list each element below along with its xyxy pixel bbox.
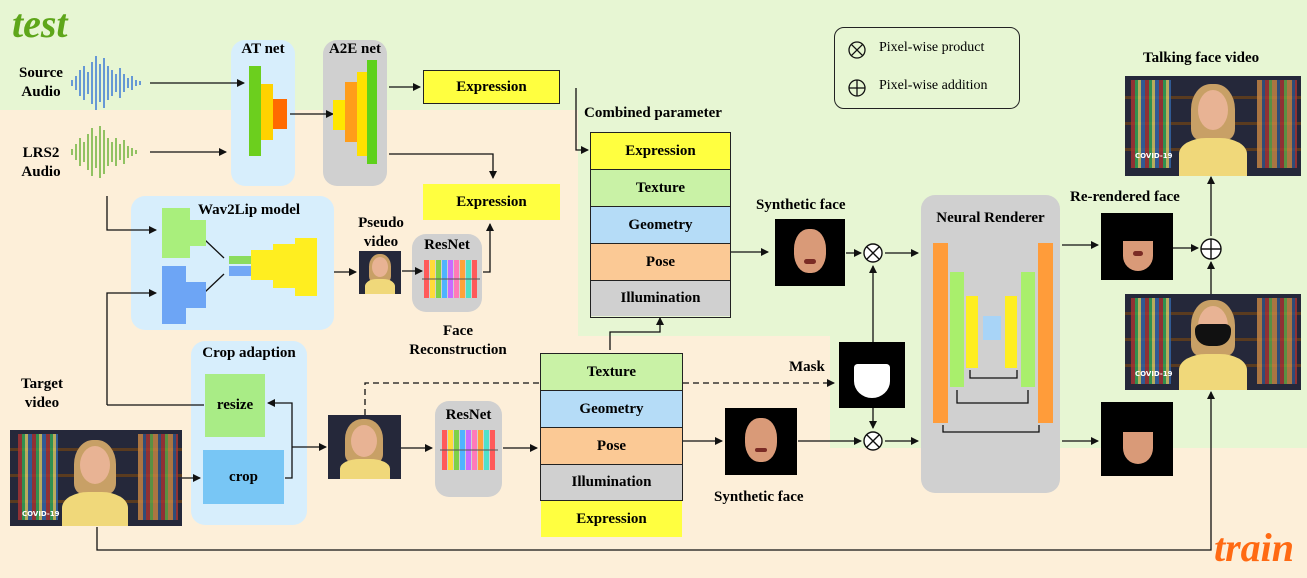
train-tag: train xyxy=(1214,525,1295,570)
expression-box-test: Expression xyxy=(423,70,560,104)
synthetic-face-bottom xyxy=(725,408,797,475)
talking-face-video-frame: COVID-19 xyxy=(1125,76,1301,176)
combined-geometry: Geometry xyxy=(591,207,730,244)
at-net-label: AT net xyxy=(241,41,285,57)
test-tag: test xyxy=(12,1,68,46)
crop-adaption-label: Crop adaption xyxy=(202,345,296,361)
face-reconstruction-label: Face Reconstruction xyxy=(409,323,507,358)
resnet-test-label: ResNet xyxy=(424,237,470,253)
synthetic-face-top xyxy=(775,219,845,286)
lrs2-audio-label: LRS2 Audio xyxy=(21,145,61,180)
resnet-train-label: ResNet xyxy=(445,407,492,423)
talking-face-video-label: Talking face video xyxy=(1143,50,1260,66)
train-expression: Expression xyxy=(541,501,682,537)
train-texture: Texture xyxy=(541,354,682,391)
expression-box-pseudo: Expression xyxy=(423,184,560,220)
combined-illumination: Illumination xyxy=(591,281,730,316)
pseudo-video-label: Pseudo video xyxy=(358,215,404,250)
mask-image xyxy=(839,342,905,408)
combined-pose: Pose xyxy=(591,244,730,281)
masked-video-caption: COVID-19 xyxy=(1135,370,1173,378)
re-rendered-face-label: Re-rendered face xyxy=(1070,189,1180,205)
train-geometry: Geometry xyxy=(541,391,682,428)
a2e-net-label: A2E net xyxy=(328,41,382,57)
pseudo-video-frame xyxy=(359,251,401,294)
combined-parameter-stack: Expression Texture Geometry Pose Illumin… xyxy=(590,132,731,318)
target-video-label: Target video xyxy=(21,376,63,411)
target-video-frame: COVID-19 xyxy=(10,430,182,526)
wav2lip-label: Wav2Lip model xyxy=(198,202,301,218)
re-rendered-face-bottom xyxy=(1101,402,1173,476)
re-rendered-face-top xyxy=(1101,213,1173,280)
talking-video-caption: COVID-19 xyxy=(1135,152,1173,160)
train-pose: Pose xyxy=(541,428,682,465)
target-video-caption: COVID-19 xyxy=(22,510,60,518)
mask-label: Mask xyxy=(789,359,825,375)
pixel-product-label: Pixel-wise product xyxy=(879,40,985,55)
neural-renderer-label: Neural Renderer xyxy=(936,210,1045,226)
combined-parameter-label: Combined parameter xyxy=(584,105,722,121)
train-illumination: Illumination xyxy=(541,465,682,500)
legend-box: Pixel-wise product Pixel-wise addition xyxy=(834,27,1020,109)
pixel-addition-label: Pixel-wise addition xyxy=(879,78,988,93)
resize-box: resize xyxy=(205,374,265,437)
train-parameter-stack: Texture Geometry Pose Illumination xyxy=(540,353,683,501)
pixel-addition-icon xyxy=(848,79,866,97)
synthetic-face-bottom-label: Synthetic face xyxy=(714,489,804,505)
masked-target-frame: COVID-19 xyxy=(1125,294,1301,390)
source-audio-label: Source Audio xyxy=(19,65,63,100)
cropped-target-face xyxy=(328,415,401,479)
combined-texture: Texture xyxy=(591,170,730,207)
combined-expression: Expression xyxy=(591,133,730,170)
pixel-product-icon xyxy=(848,41,866,59)
synthetic-face-top-label: Synthetic face xyxy=(756,197,846,213)
crop-box: crop xyxy=(203,450,284,504)
